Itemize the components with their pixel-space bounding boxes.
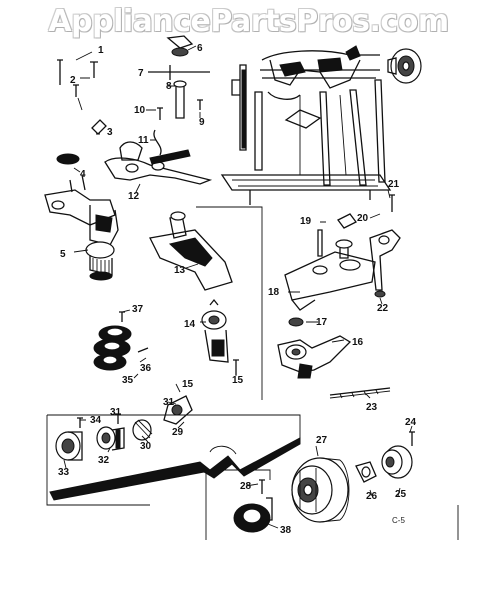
pulley-27 xyxy=(291,457,350,523)
presser-bar-lifter xyxy=(104,141,213,185)
feed-driving-assembly xyxy=(284,213,376,327)
watermark: AppliancePartsPros.com xyxy=(48,4,449,39)
part-label-24: 24 xyxy=(405,417,417,428)
gear-38 xyxy=(233,479,273,533)
rod-23 xyxy=(329,387,391,399)
part-label-25: 25 xyxy=(395,489,407,500)
part-label-8: 8 xyxy=(166,81,172,92)
rock-shaft-crank xyxy=(277,335,352,379)
part-label-29: 29 xyxy=(172,427,184,438)
feed-bar xyxy=(149,211,233,291)
lower-shaft-parts xyxy=(55,395,193,461)
part-label-17: 17 xyxy=(316,317,328,328)
part-label-35: 35 xyxy=(122,375,134,386)
needle-bar-assembly xyxy=(44,174,119,281)
gear-stack xyxy=(93,311,149,371)
part-label-27: 27 xyxy=(316,435,328,446)
part-label-18: 18 xyxy=(268,287,280,298)
part-label-16: 16 xyxy=(352,337,364,348)
part-label-31a: 31 xyxy=(110,407,122,418)
part-label-32: 32 xyxy=(98,455,110,466)
part-label-38: 38 xyxy=(280,525,292,536)
part-label-34: 34 xyxy=(90,415,102,426)
part-label-5: 5 xyxy=(60,249,66,260)
part-label-10: 10 xyxy=(134,105,146,116)
part-label-36: 36 xyxy=(140,363,152,374)
part-label-9: 9 xyxy=(199,117,205,128)
part-label-7: 7 xyxy=(138,68,144,79)
part-label-15b: 15 xyxy=(182,379,194,390)
crank-assembly-14 xyxy=(201,298,239,375)
part-label-1: 1 xyxy=(98,45,104,56)
part-label-26: 26 xyxy=(366,491,378,502)
part-label-37: 37 xyxy=(132,304,144,315)
pulley-washer-parts xyxy=(355,431,415,483)
part-label-3: 3 xyxy=(107,127,113,138)
part-label-33: 33 xyxy=(58,467,70,478)
part-label-21: 21 xyxy=(388,179,400,190)
machine-frame xyxy=(220,45,422,205)
part-label-13: 13 xyxy=(174,265,186,276)
part-label-31b: 31 xyxy=(163,397,175,408)
part-label-6: 6 xyxy=(197,43,203,54)
part-label-20: 20 xyxy=(357,213,369,224)
lower-shaft xyxy=(49,437,301,501)
upper-small-parts xyxy=(56,35,210,165)
grouping-outlines xyxy=(46,206,459,540)
part-label-30: 30 xyxy=(140,441,152,452)
part-label-22: 22 xyxy=(377,303,389,314)
part-label-12: 12 xyxy=(128,191,140,202)
part-label-15a: 15 xyxy=(232,375,244,386)
part-label-11: 11 xyxy=(138,135,149,146)
part-label-19: 19 xyxy=(300,216,312,227)
leader-lines xyxy=(63,45,413,529)
part-label-14: 14 xyxy=(184,319,196,330)
part-label-4: 4 xyxy=(80,169,86,180)
part-label-23: 23 xyxy=(366,402,378,413)
part-label-2: 2 xyxy=(70,75,76,86)
lever-assembly xyxy=(369,194,401,298)
drawing-code: C-5 xyxy=(392,516,405,525)
part-label-28: 28 xyxy=(240,481,252,492)
